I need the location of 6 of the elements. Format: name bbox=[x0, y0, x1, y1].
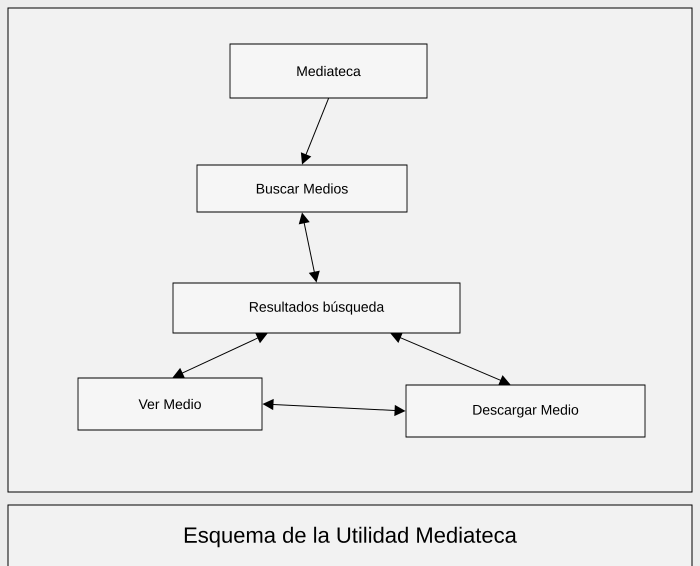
process-box: Ver Medio bbox=[78, 378, 262, 430]
process-box: Mediateca bbox=[230, 44, 428, 98]
caption-box: Esquema de la Utilidad Mediateca bbox=[8, 504, 692, 566]
process-box: Buscar Medios bbox=[196, 164, 408, 212]
process-box: Descargar Medio bbox=[406, 384, 646, 438]
process-box: Resultados búsqueda bbox=[172, 282, 460, 334]
